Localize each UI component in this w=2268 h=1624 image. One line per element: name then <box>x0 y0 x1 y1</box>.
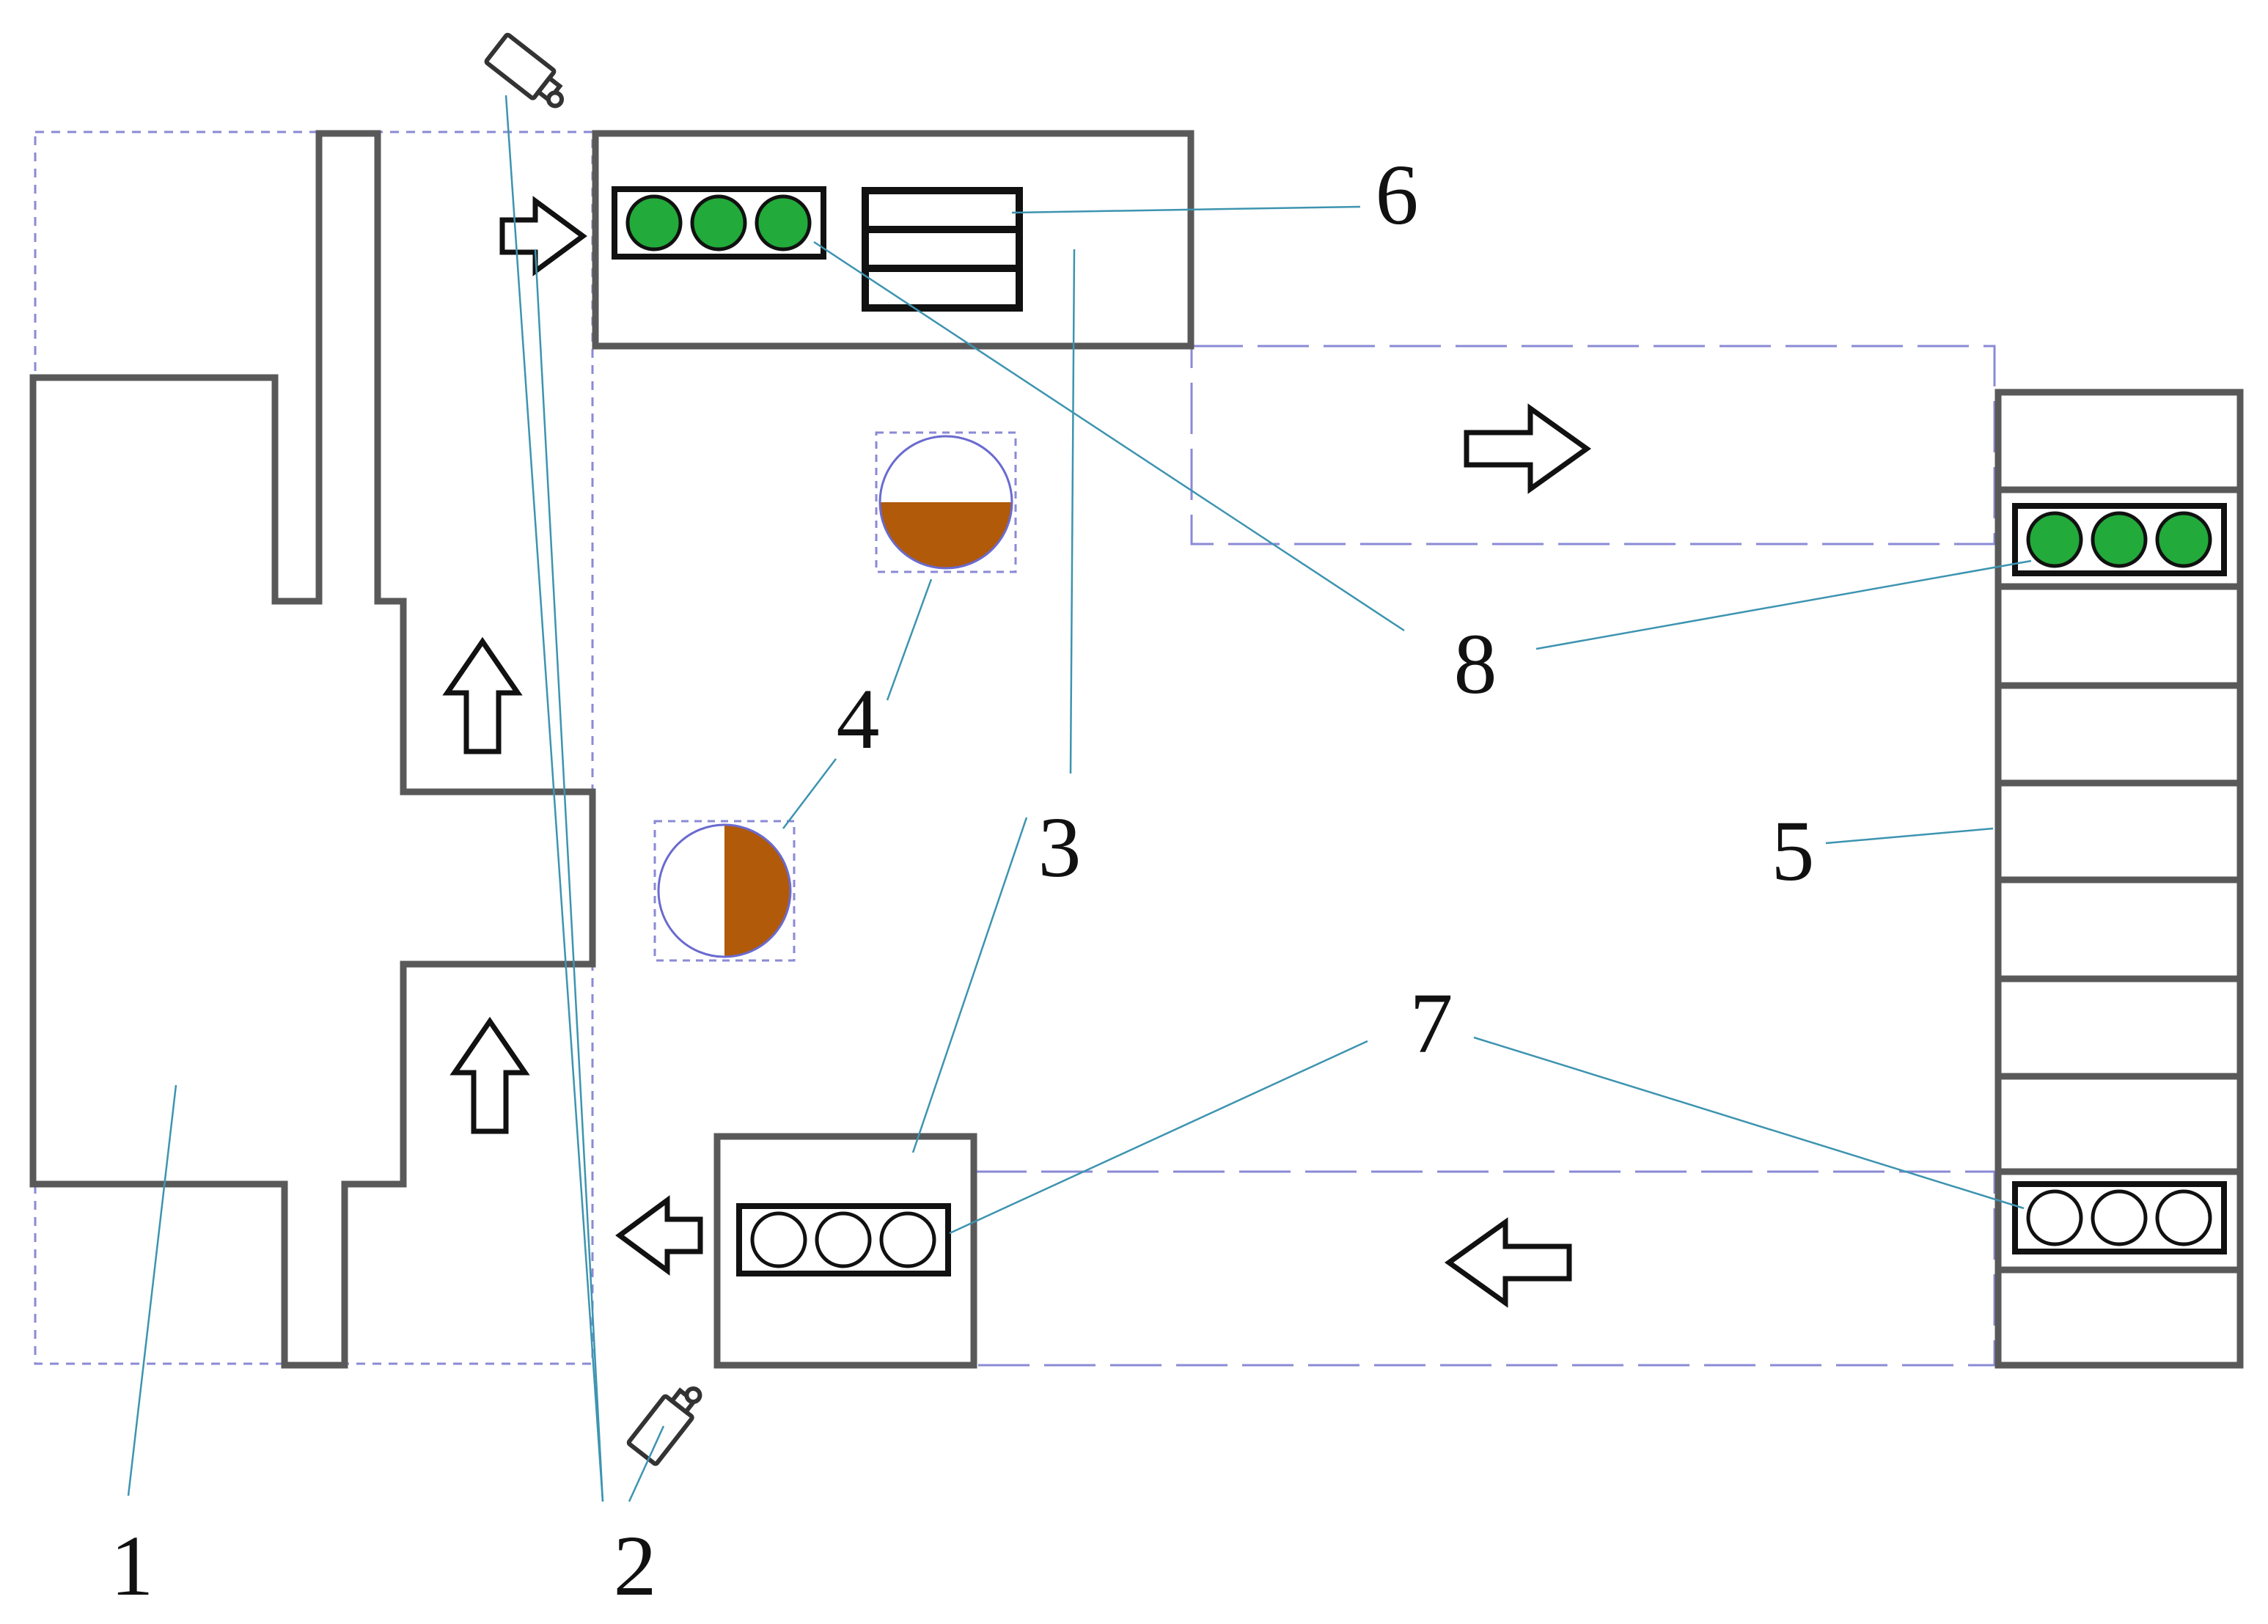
dial-fill <box>880 502 1012 568</box>
label-full-tray: 8 <box>1454 616 1497 712</box>
dial-lower <box>653 820 796 962</box>
tray-item-full <box>2155 511 2212 568</box>
leader-line <box>1473 1036 2025 1210</box>
tray-item-empty <box>2091 1189 2148 1246</box>
dial-icon <box>657 823 792 958</box>
label-shelf: 6 <box>1376 147 1419 243</box>
label-cameras: 2 <box>614 1518 657 1614</box>
tray-item-full <box>690 194 747 251</box>
leader-line <box>628 1425 665 1502</box>
machine-outline <box>29 130 596 1369</box>
label-empty-tray: 7 <box>1410 975 1453 1071</box>
tray-item-full <box>625 194 683 251</box>
empty-tray-lower <box>736 1203 951 1276</box>
arrow-icon <box>499 196 587 276</box>
flow-arrows <box>442 196 1592 1308</box>
dial-bbox <box>653 820 796 962</box>
dial-upper <box>875 431 1017 573</box>
leader-line <box>1069 249 1076 774</box>
arrow-icon <box>449 1016 530 1134</box>
stations <box>592 130 1194 1369</box>
leader-line <box>534 249 604 1502</box>
leader-line <box>813 240 1405 632</box>
leader-line <box>504 95 604 1502</box>
leader-line <box>911 817 1028 1153</box>
full-tray-upper <box>612 186 826 260</box>
arrow-icon <box>442 636 523 754</box>
machine <box>29 130 596 1369</box>
callouts: 1 2 3 4 5 6 7 8 <box>111 147 1815 1614</box>
leader-lines <box>127 95 2032 1502</box>
arrow-icon <box>1464 403 1592 494</box>
label-stations: 3 <box>1038 799 1082 895</box>
leader-line <box>1011 205 1361 214</box>
full-tray-rack <box>2012 503 2227 576</box>
tray-item-empty <box>879 1211 936 1268</box>
shelf-frame <box>862 187 1023 312</box>
camera-icon <box>484 32 565 109</box>
empty-tray-rack <box>2012 1181 2227 1254</box>
leader-line <box>886 578 933 701</box>
leader-line <box>1535 559 2032 650</box>
camera-icon <box>626 1386 702 1466</box>
leader-line <box>949 1040 1368 1235</box>
tray-item-empty <box>815 1211 872 1268</box>
lower-conveyor-zone <box>974 1170 1996 1367</box>
tray-item-empty <box>750 1211 807 1268</box>
shelf <box>862 187 1023 312</box>
dial-icon <box>878 435 1013 570</box>
tray-item-empty <box>2155 1189 2212 1246</box>
leader-line <box>782 758 837 829</box>
tray-item-full <box>755 194 812 251</box>
arrow-icon <box>615 1195 703 1276</box>
machine-zone <box>34 131 594 1365</box>
leader-line <box>1825 827 1994 845</box>
dial-fill <box>724 825 790 957</box>
leader-line <box>127 1084 177 1496</box>
tray-item-full <box>2026 511 2083 568</box>
tray-item-full <box>2091 511 2148 568</box>
tray-item-empty <box>2026 1189 2083 1246</box>
label-machine: 1 <box>111 1518 154 1614</box>
label-dials: 4 <box>837 671 880 767</box>
arrow-icon <box>1444 1217 1572 1308</box>
upper-conveyor-zone <box>1190 345 1996 545</box>
dial-bbox <box>875 431 1017 573</box>
label-rack: 5 <box>1772 803 1815 899</box>
